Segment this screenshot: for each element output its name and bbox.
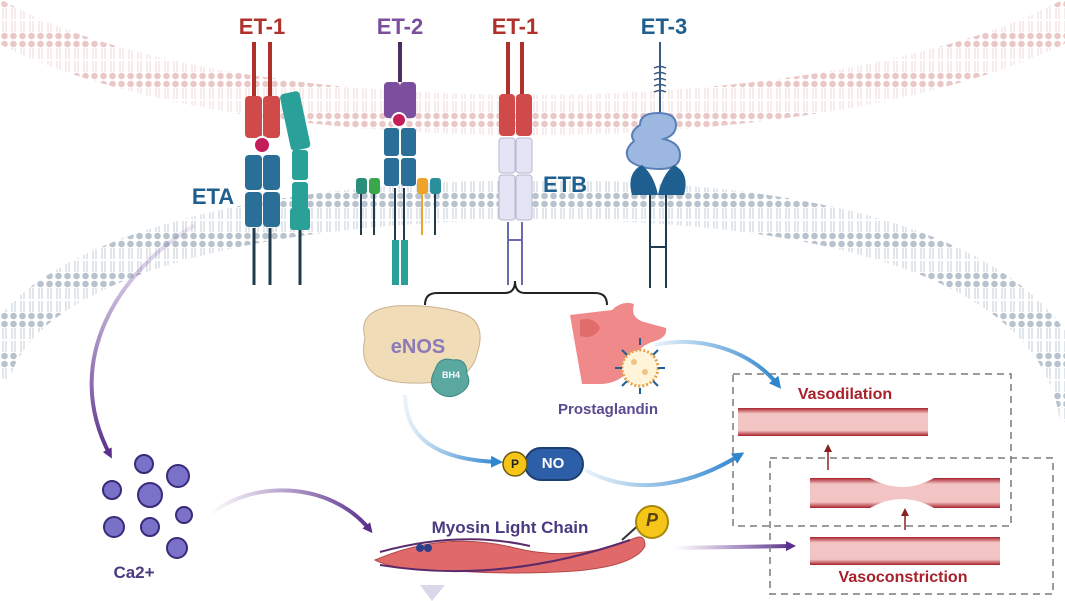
- cell-membrane: [0, 179, 1065, 424]
- et1-ligand-left: [252, 42, 272, 100]
- enos-to-no-arrow: [403, 394, 503, 468]
- no-to-vasodilation-arrow: [584, 452, 745, 488]
- etb-brace: [424, 280, 608, 306]
- narrowing-vessel: [810, 478, 1000, 508]
- eta-to-calcium-arrow: [89, 223, 197, 459]
- et1-left-label: ET-1: [238, 14, 286, 39]
- no-phospho-label: P: [510, 457, 520, 471]
- et2-label: ET-2: [376, 14, 424, 39]
- vasodilation-label: Vasodilation: [797, 386, 893, 403]
- vasodilation-box: [732, 373, 1012, 527]
- mlc-phospho-label: P: [645, 510, 659, 530]
- calcium-ions: [102, 454, 193, 559]
- enos-enzyme: [363, 305, 481, 398]
- mlc-label: Myosin Light Chain: [431, 518, 589, 537]
- et3-label: ET-3: [640, 14, 688, 39]
- prostaglandin-cell: [570, 302, 667, 384]
- eta-receptor: [245, 91, 311, 285]
- constricted-vessel: [810, 537, 1000, 565]
- enos-label: eNOS: [390, 336, 446, 358]
- no-molecule: [502, 447, 584, 481]
- vasoconstriction-label: Vasoconstriction: [838, 569, 968, 586]
- mlc-to-vasoconstriction-arrow: [674, 541, 796, 552]
- prostaglandin-vesicle: [615, 338, 665, 394]
- bh4-label: BH4: [441, 370, 461, 380]
- etb-label: ETB: [543, 172, 587, 197]
- calcium-to-mlc-arrow: [208, 488, 373, 534]
- calcium-label: Ca2+: [113, 563, 155, 582]
- vasoconstriction-box: [769, 457, 1054, 595]
- etb-receptor: [498, 42, 533, 285]
- et3-receptor: [625, 42, 686, 288]
- no-label: NO: [541, 455, 565, 472]
- myosin-light-chain-fiber: [373, 505, 669, 601]
- prostaglandin-label: Prostaglandin: [557, 401, 659, 418]
- dilated-vessel: [738, 408, 928, 436]
- et1-right-label: ET-1: [491, 14, 539, 39]
- et2-receptor-complex: [356, 42, 441, 285]
- prostaglandin-to-vasodilation-arrow: [654, 340, 782, 389]
- eta-label: ETA: [191, 184, 235, 209]
